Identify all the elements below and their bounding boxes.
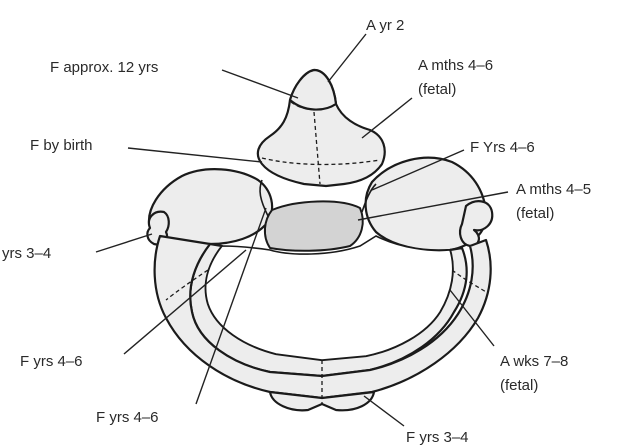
leader-f-approx-12 [222, 70, 298, 98]
label-a-mths-4-6: A mths 4–6 [418, 57, 493, 74]
label-a-wks-7-8: A wks 7–8 [500, 353, 568, 370]
leader-f-yrs-3-4-bottom [364, 396, 404, 426]
label-a-mths-4-6-fetal: (fetal) [418, 81, 456, 98]
label-f-by-birth: F by birth [30, 137, 93, 154]
label-f-approx-12: F approx. 12 yrs [50, 59, 158, 76]
leader-a-mths-4-6 [362, 98, 412, 138]
label-a-mths-4-5: A mths 4–5 [516, 181, 591, 198]
vertebra-illustration [147, 70, 492, 410]
leader-f-by-birth [128, 148, 262, 162]
label-f-yrs-4-6-right: F Yrs 4–6 [470, 139, 535, 156]
leader-yrs-3-4-left [96, 234, 152, 252]
leader-a-yr2 [328, 34, 366, 82]
vertebral-body [265, 201, 363, 250]
label-f-yrs-4-6-bottom: F yrs 4–6 [96, 409, 159, 426]
label-yrs-3-4-left: yrs 3–4 [2, 245, 51, 262]
dens-tip [290, 70, 336, 110]
label-a-wks-7-8-fetal: (fetal) [500, 377, 538, 394]
label-a-yr2: A yr 2 [366, 17, 404, 34]
label-a-mths-4-5-fetal: (fetal) [516, 205, 554, 222]
right-transverse-process [460, 201, 492, 246]
label-f-yrs-3-4-bottom: F yrs 3–4 [406, 429, 469, 446]
label-f-yrs-4-6-left: F yrs 4–6 [20, 353, 83, 370]
